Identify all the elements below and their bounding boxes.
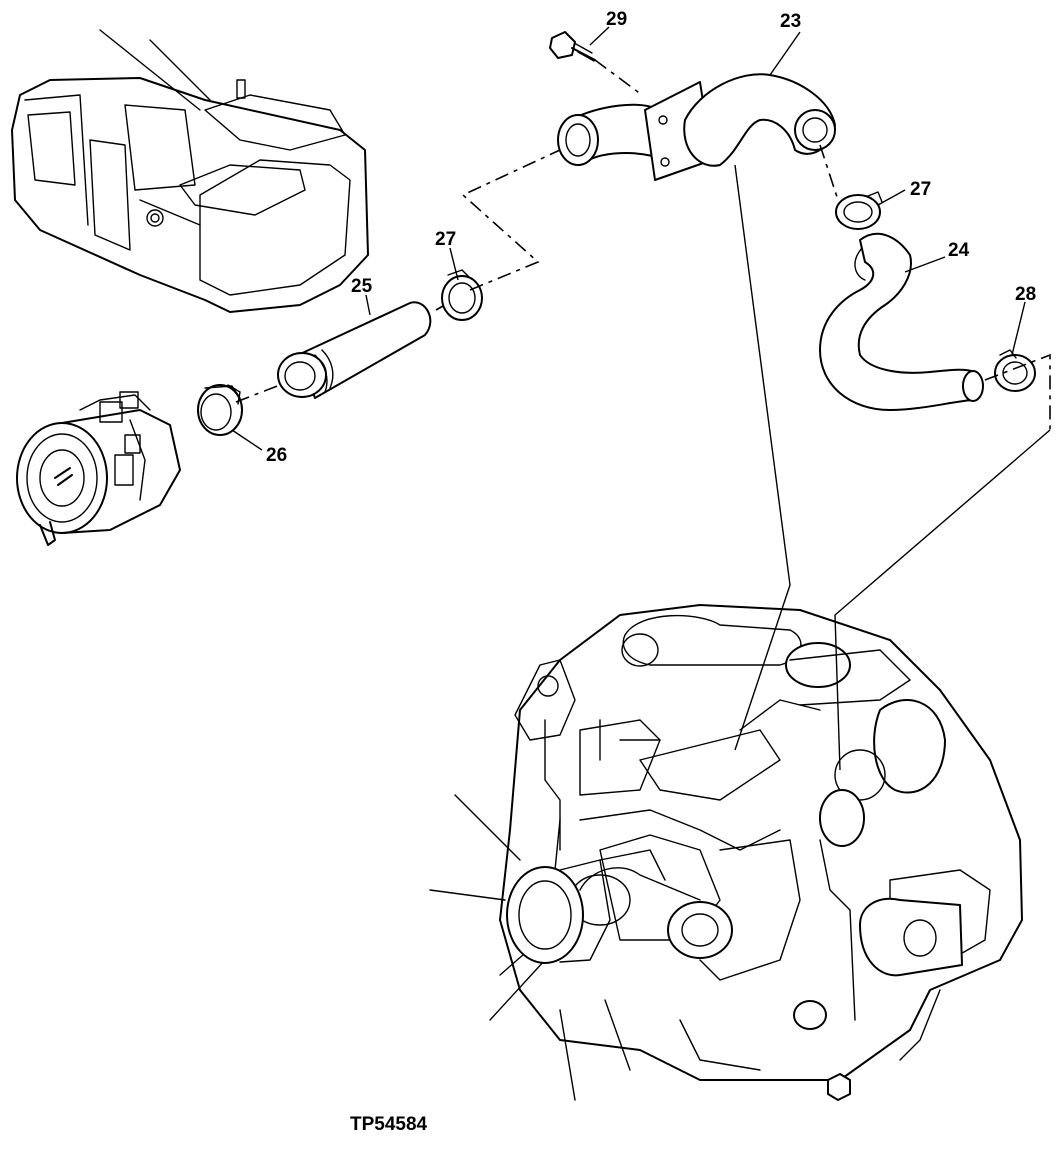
figure-id-label: TP54584: [350, 1114, 428, 1135]
callout-29: 29: [606, 9, 627, 30]
callout-24: 24: [948, 240, 970, 261]
callout-26: 26: [266, 445, 287, 466]
elbow-pipe-23: [557, 73, 836, 181]
hose-24: [819, 232, 984, 411]
hose-clamp-26: [197, 384, 243, 436]
callout-23: 23: [780, 11, 801, 32]
assembly-lines: [235, 59, 1051, 771]
callout-27-left: 27: [435, 229, 456, 250]
hose-clamp-28: [994, 349, 1036, 392]
bolt-29: [549, 31, 596, 62]
hose-clamp-27-left: [441, 269, 483, 321]
intake-tube-25: [277, 301, 432, 399]
air-cleaner-illustration: [16, 391, 181, 546]
engine-assembly-illustration: [429, 604, 1023, 1101]
leader-lines: [231, 26, 1026, 451]
callout-28: 28: [1015, 284, 1036, 305]
callout-labels: 29 23 27 24 28 27 25 26: [266, 9, 1036, 466]
excavator-body-illustration: [11, 29, 369, 313]
callout-27-right: 27: [910, 179, 931, 200]
hose-clamp-27-right: [835, 191, 883, 230]
callout-25: 25: [351, 276, 373, 297]
